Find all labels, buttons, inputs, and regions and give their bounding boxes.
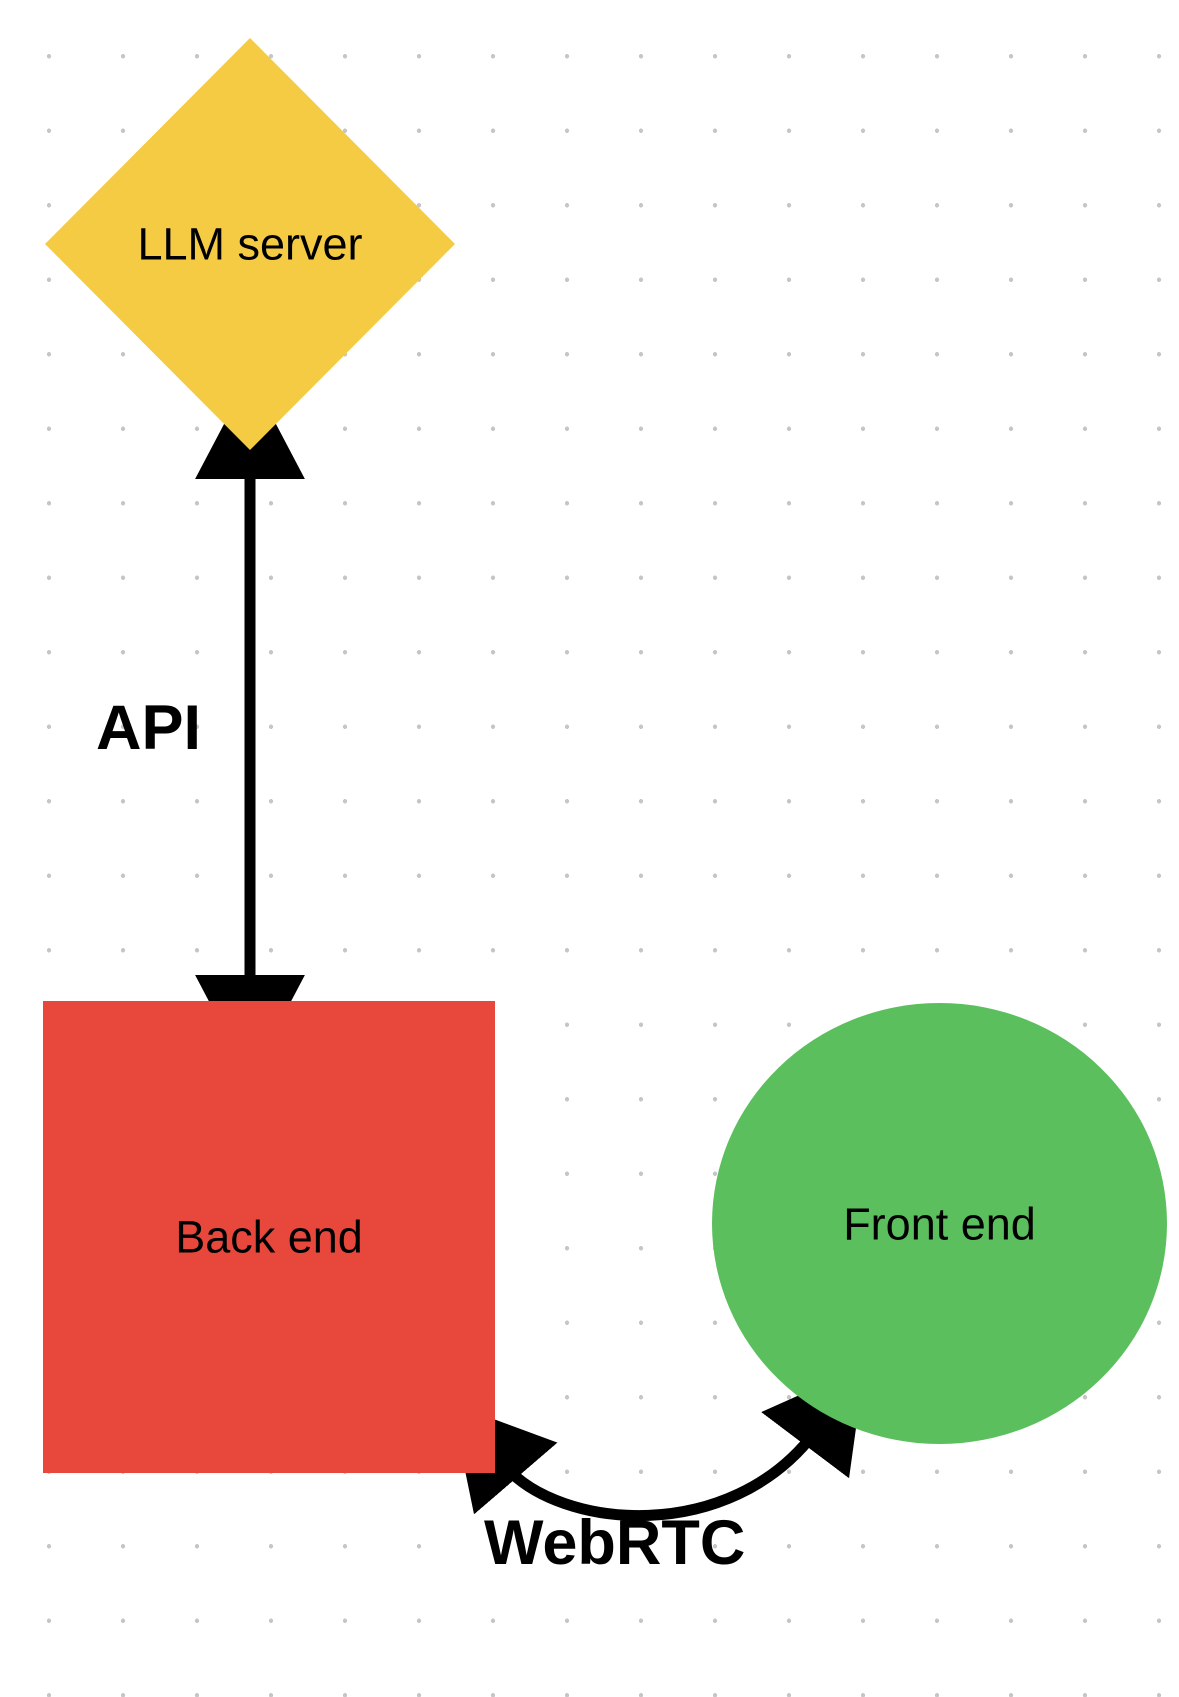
edge-label-api: API — [96, 693, 202, 763]
node-back-end[interactable]: Back end — [43, 1001, 495, 1473]
diamond-shape — [45, 38, 455, 450]
node-back-end-label: Back end — [175, 1211, 363, 1263]
webrtc-connector-path — [451, 1366, 865, 1521]
node-llm-server[interactable]: LLM server — [45, 38, 455, 450]
node-front-end[interactable]: Front end — [712, 1003, 1167, 1444]
node-front-end-label: Front end — [843, 1198, 1036, 1249]
edge-label-webrtc: WebRTC — [484, 1508, 746, 1578]
